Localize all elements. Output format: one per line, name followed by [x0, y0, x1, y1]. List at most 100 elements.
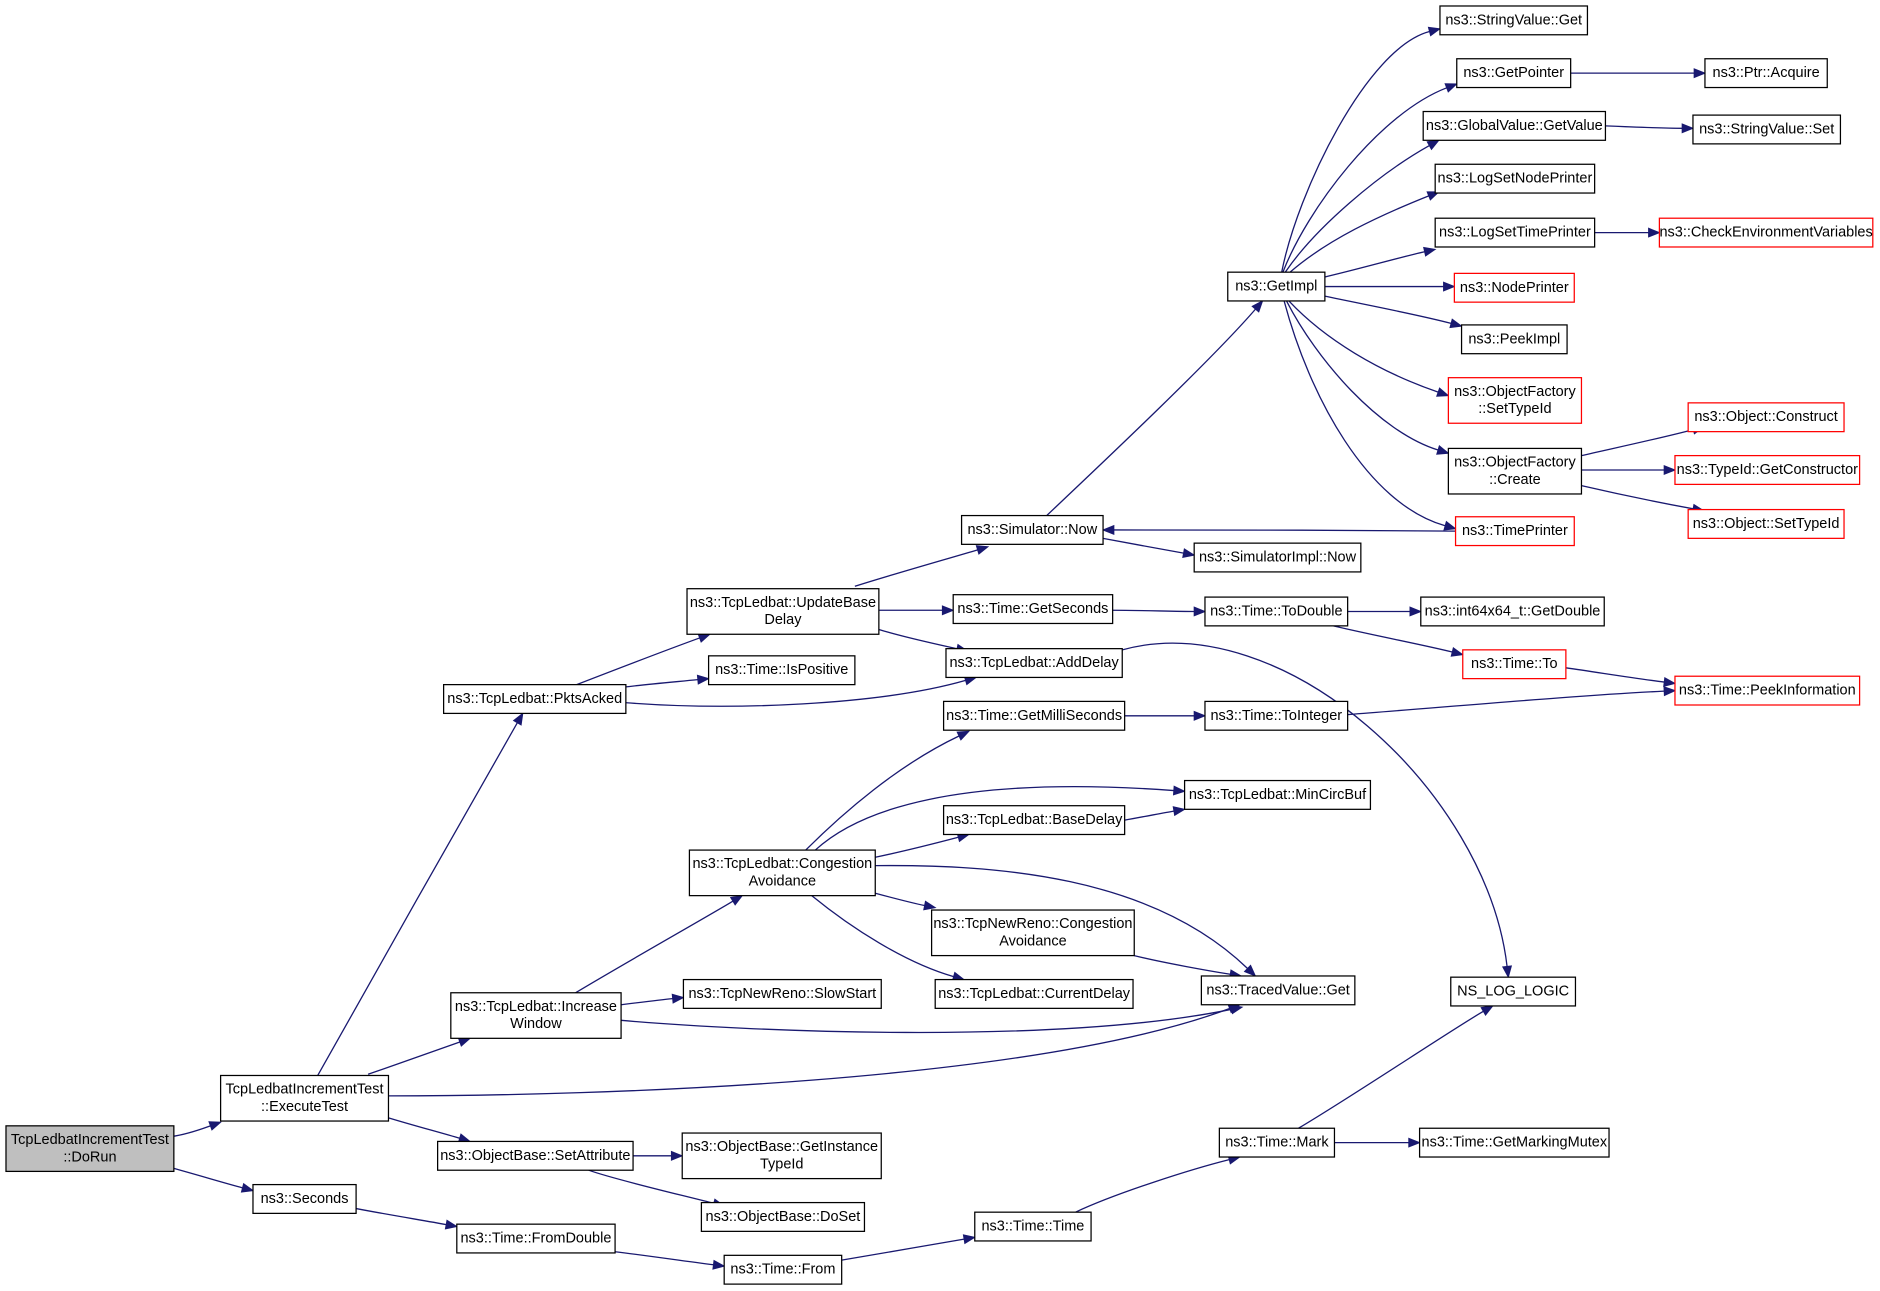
- node-box[interactable]: [686, 588, 880, 635]
- node-box[interactable]: [1453, 272, 1575, 303]
- node-box[interactable]: [723, 1254, 843, 1285]
- node-doset[interactable]: ns3::ObjectBase::DoSet: [700, 1201, 866, 1232]
- node-slowstart[interactable]: ns3::TcpNewReno::SlowStart: [682, 978, 882, 1009]
- node-objfactorysettypeid[interactable]: ns3::ObjectFactory::SetTypeId: [1447, 377, 1583, 424]
- node-box[interactable]: [1204, 700, 1349, 731]
- node-box[interactable]: [1439, 5, 1589, 36]
- node-box[interactable]: [456, 1223, 616, 1254]
- node-box[interactable]: [1454, 516, 1575, 547]
- node-todouble[interactable]: ns3::Time::ToDouble: [1204, 596, 1349, 627]
- node-objectsettypeid[interactable]: ns3::Object::SetTypeId: [1687, 508, 1845, 539]
- node-stringvalueget[interactable]: ns3::StringValue::Get: [1439, 5, 1589, 36]
- node-timeprinter[interactable]: ns3::TimePrinter: [1454, 516, 1575, 547]
- node-mincircbuf[interactable]: ns3::TcpLedbat::MinCircBuf: [1183, 779, 1372, 810]
- node-box[interactable]: [682, 978, 882, 1009]
- node-box[interactable]: [1674, 675, 1861, 706]
- node-simnow[interactable]: ns3::Simulator::Now: [960, 514, 1104, 545]
- node-mark[interactable]: ns3::Time::Mark: [1218, 1127, 1336, 1158]
- node-objectconstruct[interactable]: ns3::Object::Construct: [1687, 402, 1845, 433]
- node-box[interactable]: [1193, 542, 1362, 573]
- node-box[interactable]: [219, 1074, 390, 1122]
- node-box[interactable]: [252, 1183, 357, 1214]
- node-timeto[interactable]: ns3::Time::To: [1462, 649, 1567, 680]
- node-ptracquire[interactable]: ns3::Ptr::Acquire: [1704, 58, 1828, 89]
- node-checkenvvars[interactable]: ns3::CheckEnvironmentVariables: [1658, 217, 1874, 248]
- node-box[interactable]: [960, 514, 1104, 545]
- node-box[interactable]: [437, 1140, 634, 1171]
- node-tointeger[interactable]: ns3::Time::ToInteger: [1204, 700, 1349, 731]
- node-box[interactable]: [1687, 508, 1845, 539]
- node-box[interactable]: [1447, 377, 1583, 424]
- node-getmilliseconds[interactable]: ns3::Time::GetMilliSeconds: [942, 700, 1126, 731]
- node-logsetnodeprinter[interactable]: ns3::LogSetNodePrinter: [1434, 163, 1596, 194]
- node-basedelay[interactable]: ns3::TcpLedbat::BaseDelay: [942, 805, 1126, 836]
- node-getpointer[interactable]: ns3::GetPointer: [1456, 58, 1572, 89]
- node-box[interactable]: [934, 978, 1134, 1009]
- node-box[interactable]: [1460, 324, 1568, 355]
- node-box[interactable]: [974, 1211, 1092, 1242]
- node-nsloglogic[interactable]: NS_LOG_LOGIC: [1450, 976, 1577, 1007]
- node-peekimpl[interactable]: ns3::PeekImpl: [1460, 324, 1568, 355]
- node-box[interactable]: [930, 909, 1135, 957]
- node-box[interactable]: [952, 594, 1114, 625]
- node-box[interactable]: [707, 655, 856, 686]
- node-objfactorycreate[interactable]: ns3::ObjectFactory::Create: [1447, 447, 1583, 495]
- node-box[interactable]: [1204, 596, 1349, 627]
- node-box[interactable]: [681, 1132, 882, 1180]
- node-int64getdouble[interactable]: ns3::int64x64_t::GetDouble: [1420, 596, 1605, 627]
- node-tracedvalueget[interactable]: ns3::TracedValue::Get: [1200, 975, 1356, 1006]
- node-box[interactable]: [1687, 402, 1845, 433]
- node-box[interactable]: [1420, 596, 1605, 627]
- node-getmarkingmutex[interactable]: ns3::Time::GetMarkingMutex: [1418, 1127, 1610, 1158]
- node-executetest[interactable]: TcpLedbatIncrementTest::ExecuteTest: [219, 1074, 390, 1122]
- node-seconds[interactable]: ns3::Seconds: [252, 1183, 357, 1214]
- node-currentdelay[interactable]: ns3::TcpLedbat::CurrentDelay: [934, 978, 1134, 1009]
- node-box[interactable]: [1227, 271, 1326, 302]
- node-box[interactable]: [1456, 58, 1572, 89]
- node-box[interactable]: [700, 1201, 866, 1232]
- node-box[interactable]: [1658, 217, 1874, 248]
- node-box[interactable]: [688, 849, 876, 897]
- node-ispositive[interactable]: ns3::Time::IsPositive: [707, 655, 856, 686]
- node-box[interactable]: [1418, 1127, 1610, 1158]
- node-typeidgetconstructor[interactable]: ns3::TypeId::GetConstructor: [1674, 454, 1861, 486]
- node-box[interactable]: [945, 648, 1123, 679]
- node-from[interactable]: ns3::Time::From: [723, 1254, 843, 1285]
- node-box[interactable]: [1434, 217, 1596, 248]
- node-getseconds[interactable]: ns3::Time::GetSeconds: [952, 594, 1114, 625]
- node-box[interactable]: [1200, 975, 1356, 1006]
- node-box[interactable]: [5, 1125, 175, 1173]
- node-stringvalueset[interactable]: ns3::StringValue::Set: [1692, 114, 1842, 145]
- node-dorun[interactable]: TcpLedbatIncrementTest::DoRun: [5, 1125, 175, 1173]
- node-simimplnow[interactable]: ns3::SimulatorImpl::Now: [1193, 542, 1362, 573]
- node-box[interactable]: [942, 805, 1126, 836]
- node-box[interactable]: [1704, 58, 1828, 89]
- node-getimpl[interactable]: ns3::GetImpl: [1227, 271, 1326, 302]
- node-peekinformation[interactable]: ns3::Time::PeekInformation: [1674, 675, 1861, 706]
- node-timetime[interactable]: ns3::Time::Time: [974, 1211, 1092, 1242]
- node-logsettimeprinter[interactable]: ns3::LogSetTimePrinter: [1434, 217, 1596, 248]
- node-setattribute[interactable]: ns3::ObjectBase::SetAttribute: [437, 1140, 634, 1171]
- node-fromdouble[interactable]: ns3::Time::FromDouble: [456, 1223, 616, 1254]
- node-box[interactable]: [1447, 447, 1583, 495]
- node-box[interactable]: [1218, 1127, 1336, 1158]
- node-pktsacked[interactable]: ns3::TcpLedbat::PktsAcked: [442, 683, 627, 715]
- node-box[interactable]: [942, 700, 1126, 731]
- node-box[interactable]: [1674, 454, 1861, 486]
- node-box[interactable]: [1462, 649, 1567, 680]
- node-adddelay[interactable]: ns3::TcpLedbat::AddDelay: [945, 648, 1123, 679]
- node-box[interactable]: [1183, 779, 1372, 810]
- node-box[interactable]: [1450, 976, 1577, 1007]
- node-box[interactable]: [450, 992, 622, 1039]
- node-box[interactable]: [1422, 110, 1607, 141]
- node-box[interactable]: [1434, 163, 1596, 194]
- node-globalvaluegetvalue[interactable]: ns3::GlobalValue::GetValue: [1422, 110, 1607, 141]
- node-nodeprinter[interactable]: ns3::NodePrinter: [1453, 272, 1575, 303]
- node-box[interactable]: [1692, 114, 1842, 145]
- node-box[interactable]: [442, 683, 627, 715]
